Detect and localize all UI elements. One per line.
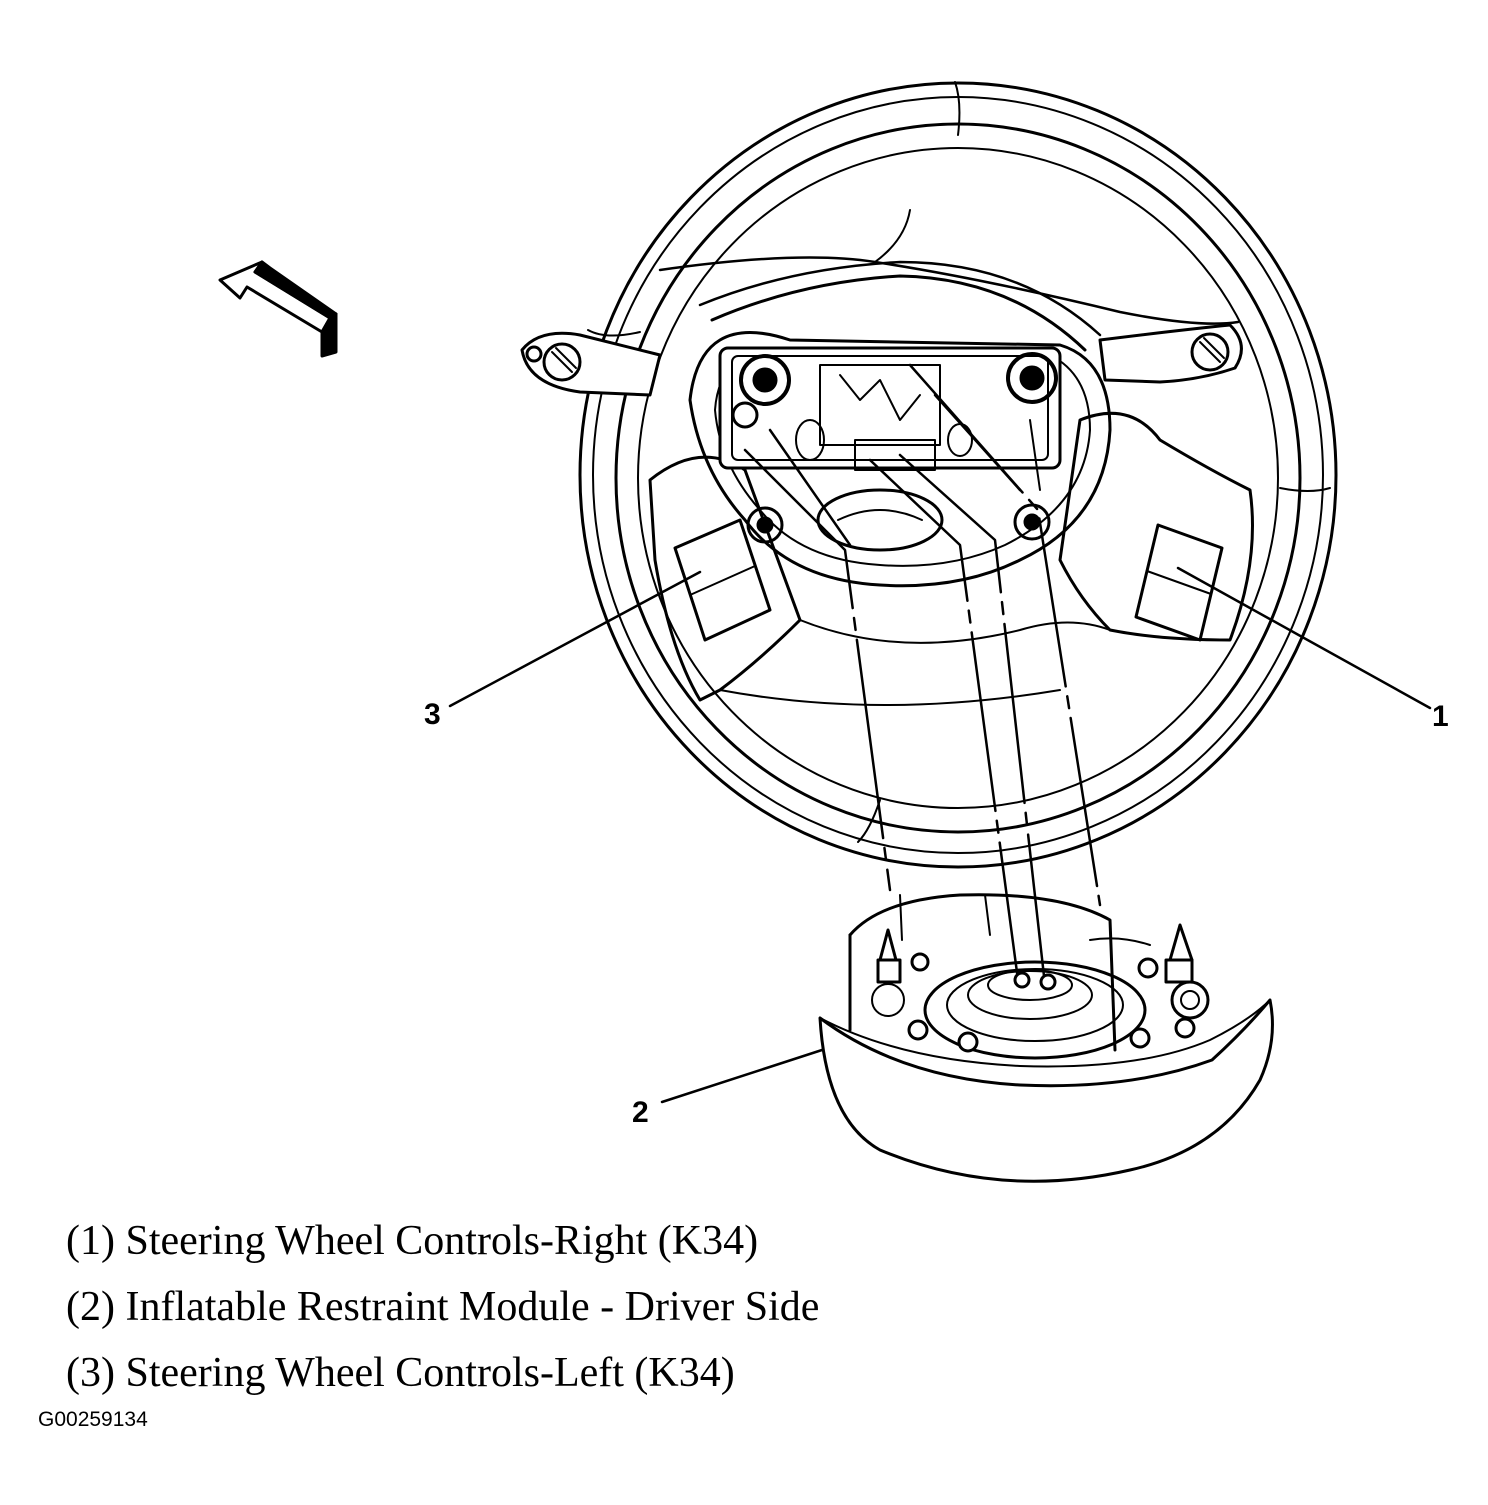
hub-mounting-hardware bbox=[718, 346, 1062, 544]
parts-legend: (1) Steering Wheel Controls-Right (K34) … bbox=[66, 1208, 819, 1406]
leader-line-3 bbox=[448, 570, 702, 708]
steering-wheel-rim bbox=[578, 81, 1338, 869]
legend-item-3: (3) Steering Wheel Controls-Left (K34) bbox=[66, 1350, 735, 1396]
alignment-lines bbox=[743, 363, 1102, 987]
figure-id: G00259134 bbox=[38, 1408, 148, 1431]
inflatable-restraint-module bbox=[818, 893, 1274, 1183]
right-controls-switch bbox=[1134, 523, 1224, 642]
direction-arrow-icon bbox=[218, 260, 338, 358]
callout-number-3: 3 bbox=[424, 698, 441, 731]
legend-item-2: (2) Inflatable Restraint Module - Driver… bbox=[66, 1284, 820, 1330]
legend-item-1: (1) Steering Wheel Controls-Right (K34) bbox=[66, 1218, 759, 1264]
left-controls-switch bbox=[673, 518, 772, 642]
callout-number-1: 1 bbox=[1432, 700, 1449, 733]
leader-line-2 bbox=[660, 1048, 824, 1104]
callout-number-2: 2 bbox=[632, 1096, 649, 1129]
leader-line-1 bbox=[1176, 566, 1432, 710]
